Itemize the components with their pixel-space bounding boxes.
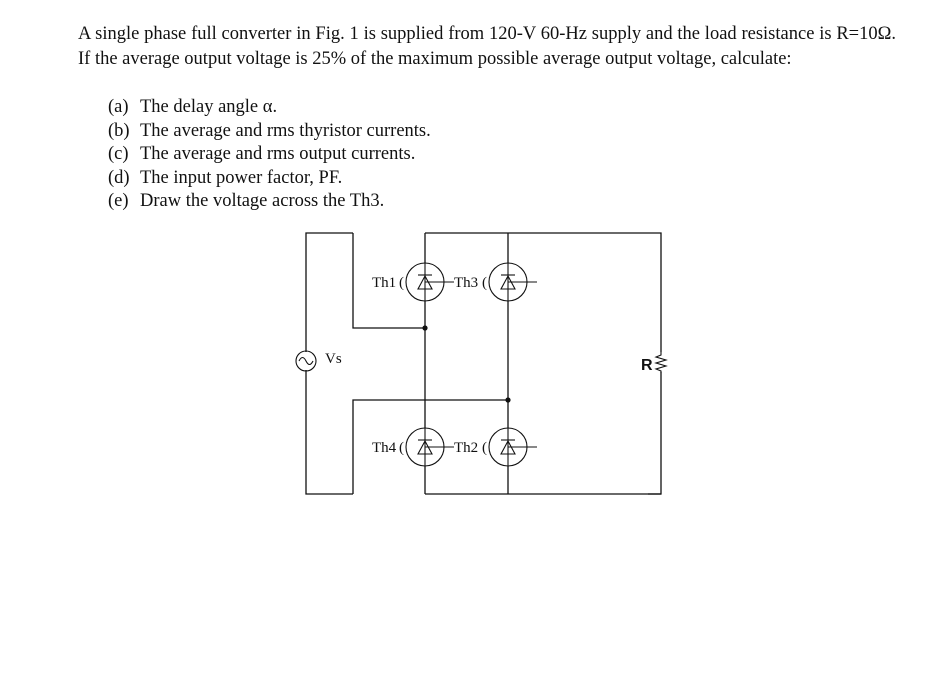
thyristor-th2-icon [488, 427, 537, 467]
question-part-a: (a) The delay angle α. [108, 96, 431, 120]
bracket-glyph: ( [482, 275, 487, 291]
thyristor-th4-icon [405, 427, 454, 467]
question-part-b: (b) The average and rms thyristor current… [108, 120, 431, 144]
thyristor-th4-label: Th4 [372, 440, 397, 456]
ac-source-icon [295, 350, 317, 372]
part-text: Draw the voltage across the Th3. [140, 191, 385, 211]
thyristor-th1-icon [405, 262, 454, 302]
question-part-e: (e) Draw the voltage across the Th3. [108, 190, 431, 214]
source-label: Vs [325, 351, 342, 367]
question-part-d: (d) The input power factor, PF. [108, 167, 431, 191]
resistor-label: R [641, 357, 653, 374]
problem-statement: A single phase full converter in Fig. 1 … [78, 24, 896, 69]
resistor-icon [654, 352, 668, 373]
part-label: (d) [108, 167, 130, 188]
bracket-glyph: ( [399, 440, 404, 456]
part-label: (e) [108, 191, 129, 211]
wire-top-feed [352, 233, 425, 329]
part-label: (c) [108, 144, 129, 164]
thyristor-th3-label: Th3 [454, 275, 478, 291]
part-text: The average and rms output currents. [140, 144, 416, 164]
part-label: (b) [108, 120, 130, 141]
bracket-glyph: ( [482, 440, 487, 456]
thyristor-th1-label: Th1 [372, 275, 396, 291]
node-dot [422, 325, 428, 331]
wire-bottom-feed [352, 399, 508, 494]
part-text: The delay angle α. [140, 97, 278, 117]
thyristor-th2-label: Th2 [454, 440, 478, 456]
question-parts: (a) The delay angle α. (b) The average and… [108, 96, 431, 214]
part-label: (a) [108, 97, 129, 117]
part-text: The input power factor, PF. [140, 167, 343, 188]
part-text: The average and rms thyristor currents. [140, 120, 431, 141]
question-part-c: (c) The average and rms output currents. [108, 143, 431, 167]
node-dot [505, 397, 511, 403]
bracket-glyph: ( [399, 275, 404, 291]
thyristor-th3-icon [488, 262, 537, 302]
